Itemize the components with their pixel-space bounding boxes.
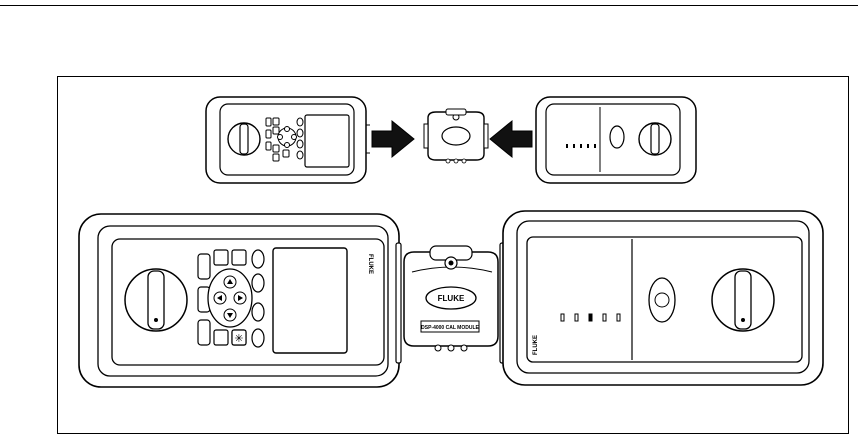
arrow-up-icon[interactable] <box>224 276 236 288</box>
rotary-knob-icon <box>228 123 260 155</box>
rotary-knob-icon <box>125 269 187 331</box>
dpad[interactable] <box>208 269 252 327</box>
arrow-left-filled-icon <box>490 121 532 157</box>
small-main-unit <box>206 97 366 183</box>
rotary-knob-icon <box>712 269 774 331</box>
remote-oval-button <box>649 278 675 322</box>
remote-brand-label: FLUKE <box>533 335 539 355</box>
main-brand-label: FLUKE <box>367 254 373 274</box>
small-remote-unit <box>536 97 696 183</box>
asterisk-icon[interactable]: ✳ <box>232 330 246 345</box>
large-main-unit: ✳ FLUKE <box>79 214 399 387</box>
arrow-right-filled-icon <box>366 121 414 157</box>
connector-left <box>396 243 401 363</box>
small-cal-module <box>424 109 488 163</box>
main-screen <box>273 248 347 353</box>
arrow-right-icon[interactable] <box>234 292 246 304</box>
arrow-down-icon[interactable] <box>224 309 236 321</box>
arrow-left-icon[interactable] <box>214 292 226 304</box>
module-model-label: DSP-4000 CAL MODULE <box>421 325 479 331</box>
large-cal-module: FLUKE DSP-4000 CAL MODULE <box>404 246 498 351</box>
svg-text:✳: ✳ <box>234 332 243 345</box>
large-remote-unit: FLUKE <box>503 211 823 385</box>
small-main-screen <box>305 115 349 167</box>
module-brand-label: FLUKE <box>438 294 465 303</box>
rotary-knob-icon <box>639 123 671 155</box>
